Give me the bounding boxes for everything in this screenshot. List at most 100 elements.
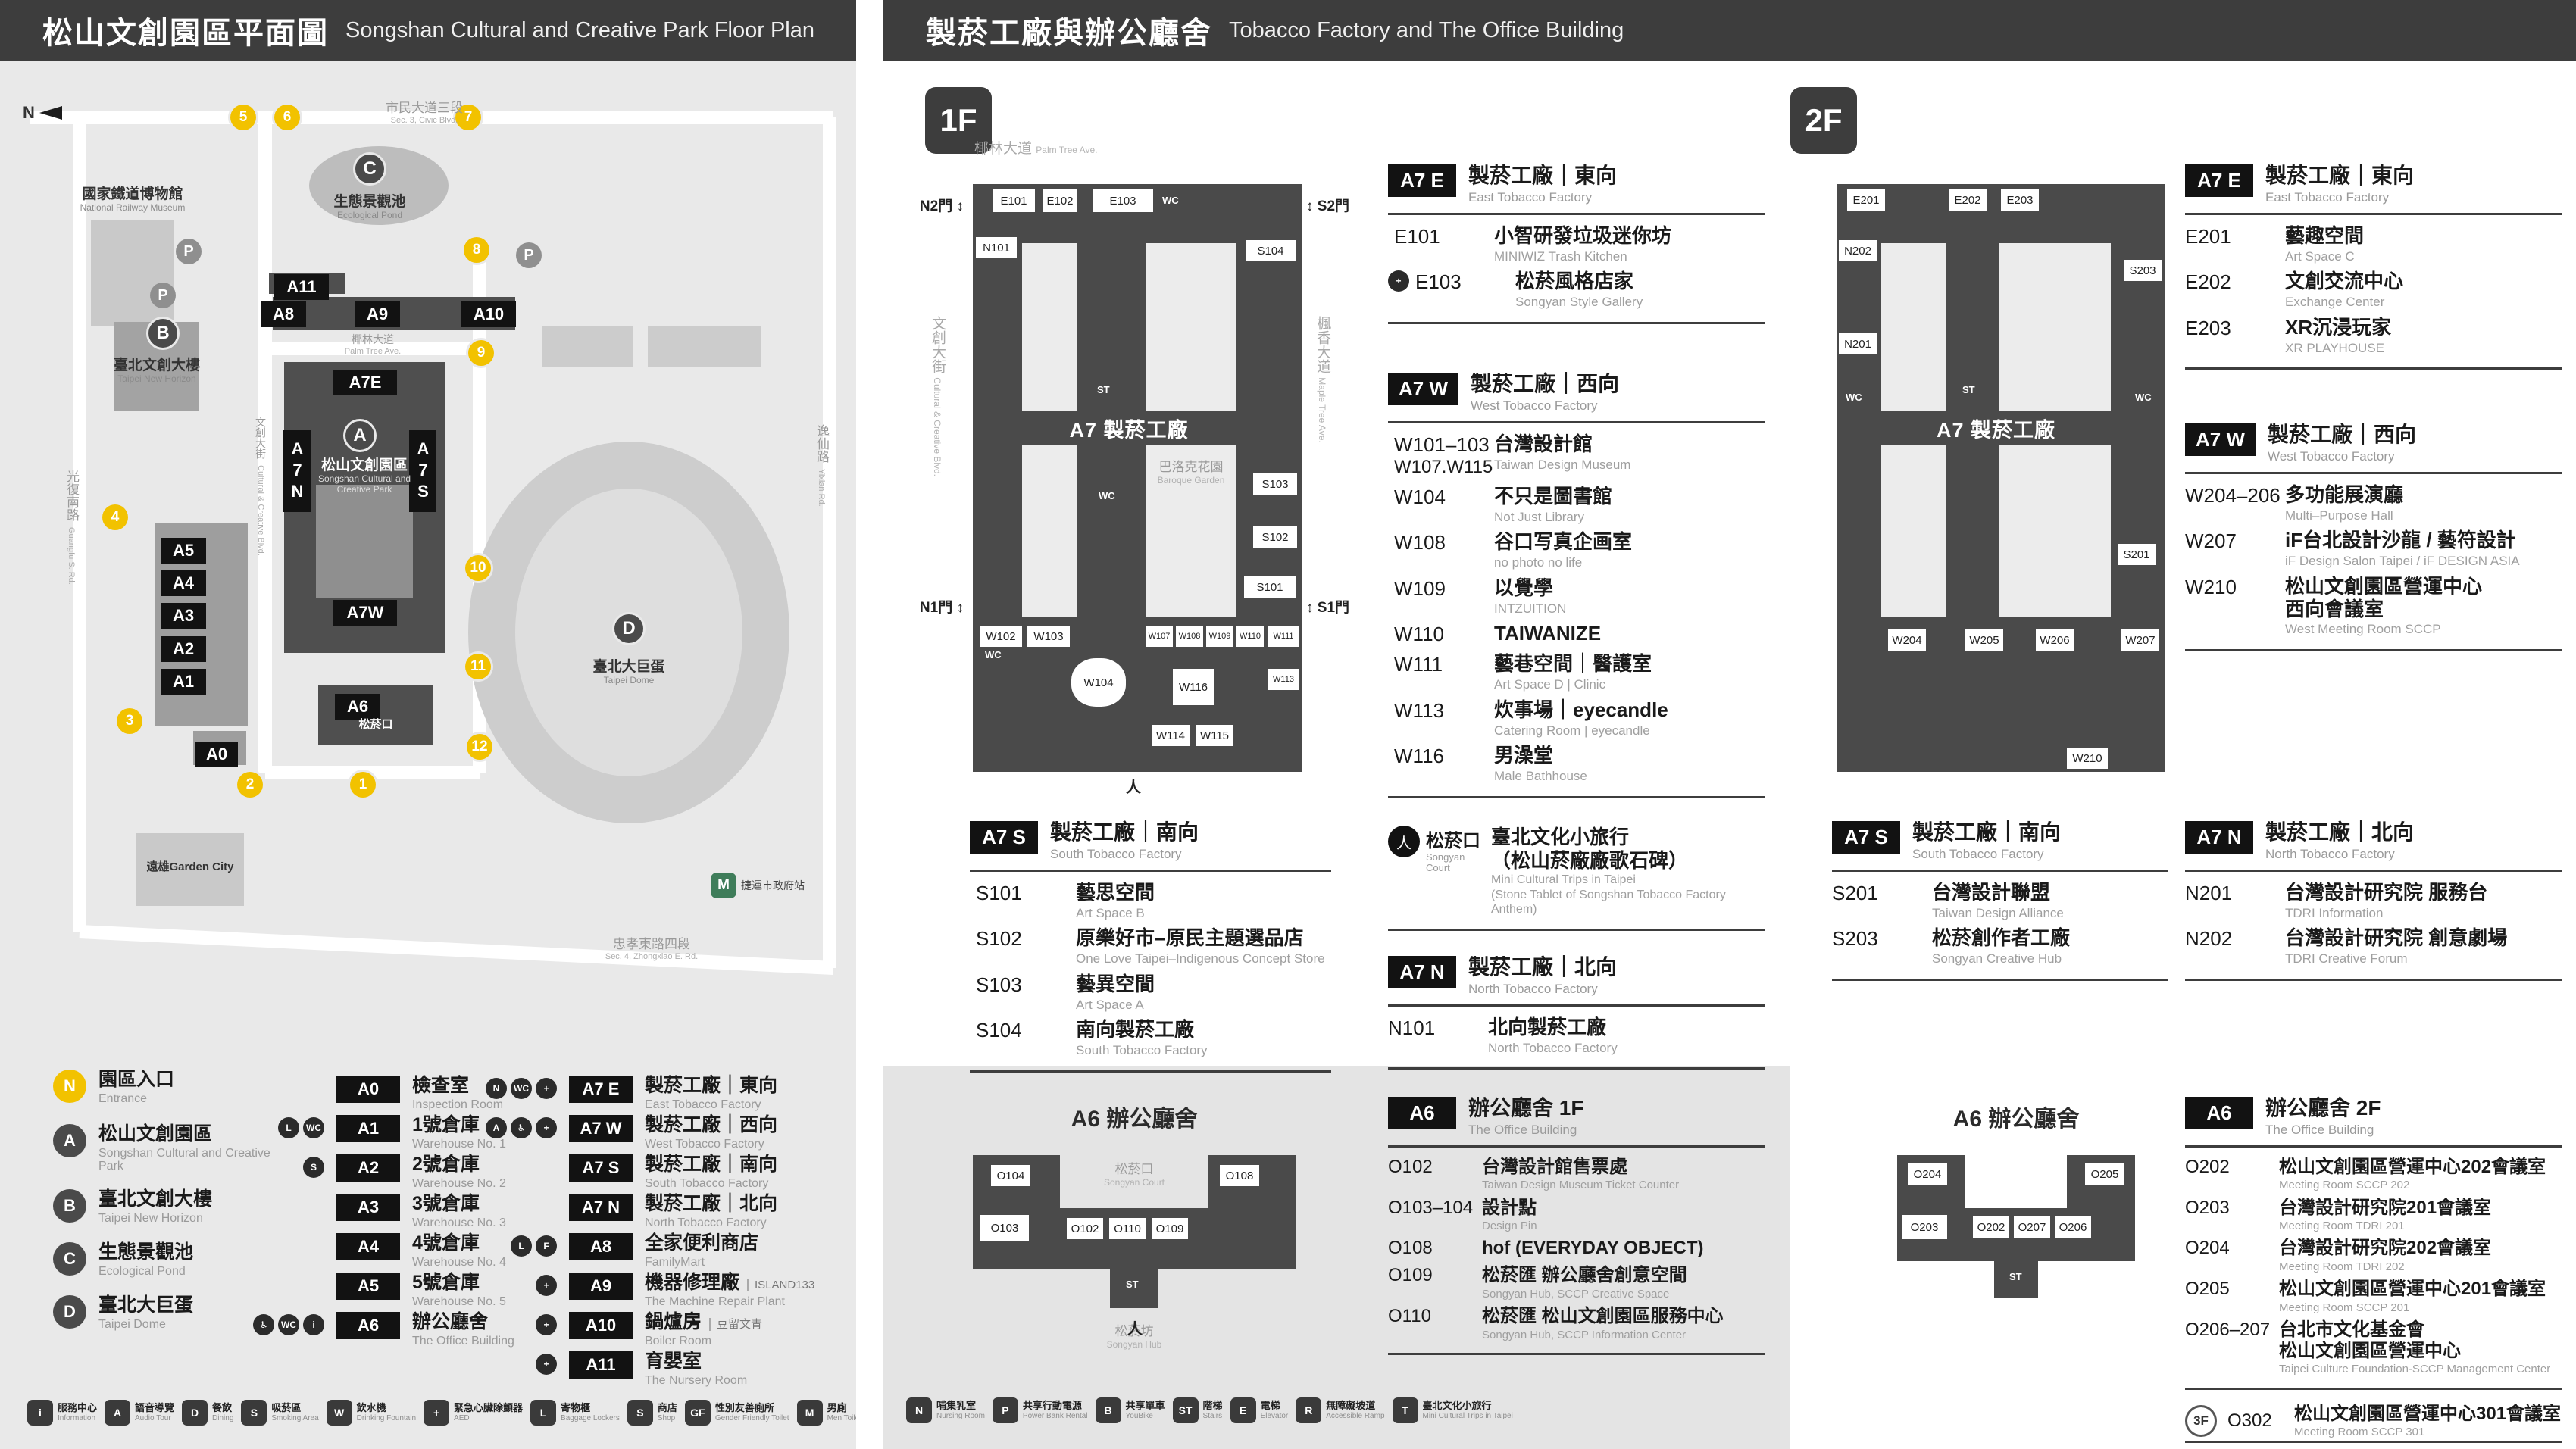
- plan-room: W115: [1196, 725, 1233, 746]
- parking-icon: P: [150, 283, 176, 308]
- elevator-icon: E: [1230, 1397, 1256, 1423]
- baggage-lockers-icon: L: [530, 1400, 557, 1426]
- plan-room: W207: [2121, 629, 2159, 651]
- legend-building-tag: A10: [569, 1312, 633, 1339]
- facility-icon: 人: [1127, 1321, 1143, 1338]
- room-icon-cluster: +: [1388, 270, 1409, 292]
- legend-icon-cluster: A♿+: [486, 1115, 557, 1138]
- building-tag: A2: [161, 636, 206, 662]
- nursing-room-icon: N: [906, 1397, 932, 1423]
- floor-3f-badge: 3F: [2185, 1405, 2217, 1438]
- legend-building-tag: A7 E: [569, 1076, 633, 1103]
- plan-room: W116: [1173, 669, 1214, 705]
- aed-icon: +: [536, 1078, 557, 1099]
- facility-icon: WC: [2135, 392, 2152, 403]
- plan-room: O204: [1908, 1163, 1947, 1185]
- building-tag: A0: [195, 742, 238, 767]
- mini-cultural-trips-icon: T: [1392, 1397, 1418, 1423]
- plan-room: W107: [1146, 626, 1173, 647]
- street-label: 楓香大道 Maple Tree Ave.: [1315, 316, 1330, 443]
- plan-room: W104: [1071, 658, 1126, 707]
- legend-icon-cluster: [487, 1154, 557, 1157]
- building-tag: A9: [355, 301, 400, 327]
- floor-1f-badge: 1F: [925, 87, 992, 154]
- facility-icon: WC: [985, 649, 1002, 660]
- nursing-icon: N: [486, 1078, 507, 1099]
- entrance-marker: 4: [102, 504, 128, 530]
- compass-north: N: [23, 103, 62, 123]
- plan-room: W109: [1206, 626, 1233, 647]
- entrance-marker: 3: [117, 708, 142, 734]
- street-label: 逸仙路Yixian Rd.: [814, 424, 829, 507]
- shop-icon: S: [627, 1400, 653, 1426]
- smoking-area-icon: S: [241, 1400, 267, 1426]
- building-tag: A4: [161, 570, 206, 596]
- facility-icon: WC: [1162, 195, 1179, 206]
- plan-room: O104: [991, 1165, 1030, 1186]
- plan-room: W204: [1888, 629, 1926, 651]
- plan-room: S104: [1246, 240, 1296, 261]
- legend-building-tag: A7 S: [569, 1154, 633, 1182]
- plan-room: O109: [1152, 1218, 1188, 1239]
- building-tag: A7W: [333, 600, 397, 626]
- room-row: O108 hof (EVERYDAY OBJECT): [1388, 1238, 1704, 1259]
- plan-room: E201: [1847, 189, 1885, 211]
- toilet-icon: WC: [303, 1117, 324, 1138]
- facility-icon: ST: [1962, 384, 1975, 395]
- aed-icon: +: [536, 1354, 557, 1375]
- facility-icon: WC: [1099, 490, 1115, 501]
- map-label: 遠雄Garden City: [146, 860, 234, 873]
- locker-icon: L: [511, 1235, 532, 1257]
- plan-room: S101: [1244, 576, 1296, 598]
- plan-title-bar: A7 製菸工廠: [1881, 411, 2111, 445]
- plan-room: S102: [1253, 526, 1297, 548]
- aed-icon: +: [536, 1314, 557, 1335]
- info-icon: i: [303, 1314, 324, 1335]
- plan-room: O203: [1902, 1215, 1947, 1239]
- section-badge: A7 N: [1388, 956, 1456, 988]
- building-tag: A3: [161, 603, 206, 629]
- drinking-fountain-icon: W: [326, 1400, 352, 1426]
- plan-door-label: ↕ S2門: [1306, 198, 1350, 214]
- plan-door-label: ↕ S1門: [1306, 600, 1350, 616]
- a6-2f-plan-title: A6 辦公廳舍: [1952, 1107, 2080, 1132]
- legend-building-tag: A2: [336, 1154, 400, 1182]
- legend-building-tag: A6: [336, 1312, 400, 1339]
